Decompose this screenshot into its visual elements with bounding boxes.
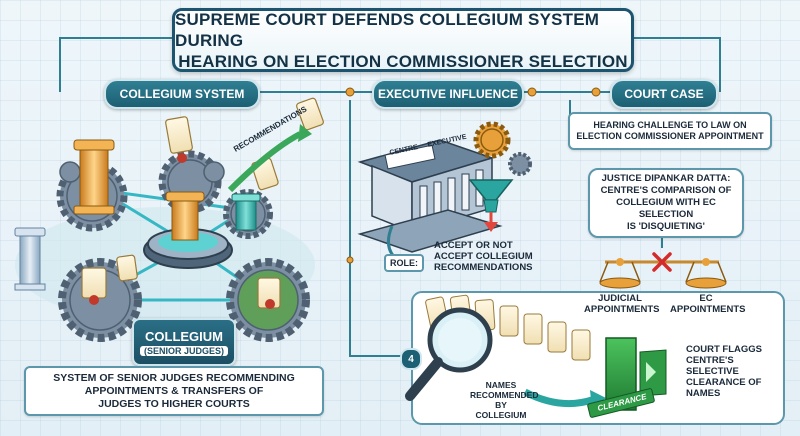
- flag-text-line-2: CENTRE'S: [686, 355, 734, 366]
- ec-label-line-2: APPOINTMENTS: [670, 304, 746, 315]
- flag-text-line-4: CLEARANCE OF: [686, 377, 762, 388]
- executive-building-illustration: [357, 121, 532, 264]
- role-text-line-2: ACCEPT COLLEGIUM: [434, 251, 533, 262]
- x-mark-icon: [652, 252, 672, 272]
- collegium-description-line-3: JUDGES TO HIGHER COURTS: [98, 397, 250, 410]
- role-text: ACCEPT OR NOT ACCEPT COLLEGIUM RECOMMEND…: [434, 240, 533, 273]
- names-label-line-1: NAMES: [485, 380, 517, 390]
- justice-quote-box: JUSTICE DIPANKAR DATTA: CENTRE'S COMPARI…: [588, 168, 744, 238]
- names-recommended-label: NAMES RECOMMENDED BY COLLEGIUM: [470, 380, 539, 420]
- names-label-line-2: RECOMMENDED: [470, 390, 539, 400]
- names-label-line-3: BY COLLEGIUM: [475, 400, 527, 420]
- flag-text-line-3: SELECTIVE: [686, 366, 739, 377]
- collegium-system-header: COLLEGIUM SYSTEM: [104, 79, 260, 109]
- ec-appointments-label: EC APPOINTMENTS: [670, 293, 746, 315]
- hearing-line-2: ELECTION COMMISSIONER APPOINTMENT: [576, 131, 764, 141]
- hearing-line-1: HEARING CHALLENGE TO LAW ON: [593, 120, 747, 130]
- justice-line-4: IS 'DISQUIETING': [627, 221, 705, 232]
- judicial-label-line-1: JUDICIAL: [598, 293, 642, 304]
- flag-text-line-1: COURT FLAGGS: [686, 344, 762, 355]
- role-label: ROLE:: [384, 254, 424, 272]
- executive-influence-header: EXECUTIVE INFLUENCE: [372, 79, 524, 109]
- senior-judges-label: (SENIOR JUDGES): [139, 345, 228, 356]
- title-line-1: SUPREME COURT DEFENDS COLLEGIUM SYSTEM D…: [175, 9, 600, 50]
- connector-dots: [345, 87, 601, 264]
- hearing-box: HEARING CHALLENGE TO LAW ON ELECTION COM…: [568, 112, 772, 150]
- flag-text-line-5: NAMES: [686, 388, 721, 399]
- justice-line-1: JUSTICE DIPANKAR DATTA:: [601, 173, 731, 184]
- title-banner: SUPREME COURT DEFENDS COLLEGIUM SYSTEM D…: [172, 8, 634, 72]
- collegium-description-line-1: SYSTEM OF SENIOR JUDGES RECOMMENDING: [53, 371, 295, 384]
- judicial-label-line-2: APPOINTMENTS: [584, 304, 660, 315]
- collegium-label: COLLEGIUM: [145, 328, 223, 344]
- ec-label-line-1: EC: [699, 293, 713, 304]
- role-text-line-3: RECOMMENDATIONS: [434, 262, 533, 273]
- court-flags-text: COURT FLAGGS CENTRE'S SELECTIVE CLEARANC…: [686, 344, 776, 399]
- clearance-panel: [405, 291, 785, 425]
- title-line-2: HEARING ON ELECTION COMMISSIONER SELECTI…: [178, 51, 628, 71]
- collegium-description-line-2: APPOINTMENTS & TRANSFERS OF: [84, 384, 264, 397]
- justice-line-2: CENTRE'S COMPARISON OF: [600, 185, 732, 196]
- court-case-header: COURT CASE: [610, 79, 718, 109]
- collegium-badge: COLLEGIUM (SENIOR JUDGES): [132, 318, 236, 366]
- role-text-line-1: ACCEPT OR NOT: [434, 240, 513, 251]
- step-number-badge: 4: [400, 348, 422, 370]
- judicial-appointments-label: JUDICIAL APPOINTMENTS: [584, 293, 660, 315]
- collegium-description-box: SYSTEM OF SENIOR JUDGES RECOMMENDING APP…: [24, 366, 324, 416]
- collegium-network-illustration: [14, 97, 324, 342]
- justice-line-3: COLLEGIUM WITH EC SELECTION: [616, 197, 716, 220]
- scales-illustration: [599, 252, 727, 289]
